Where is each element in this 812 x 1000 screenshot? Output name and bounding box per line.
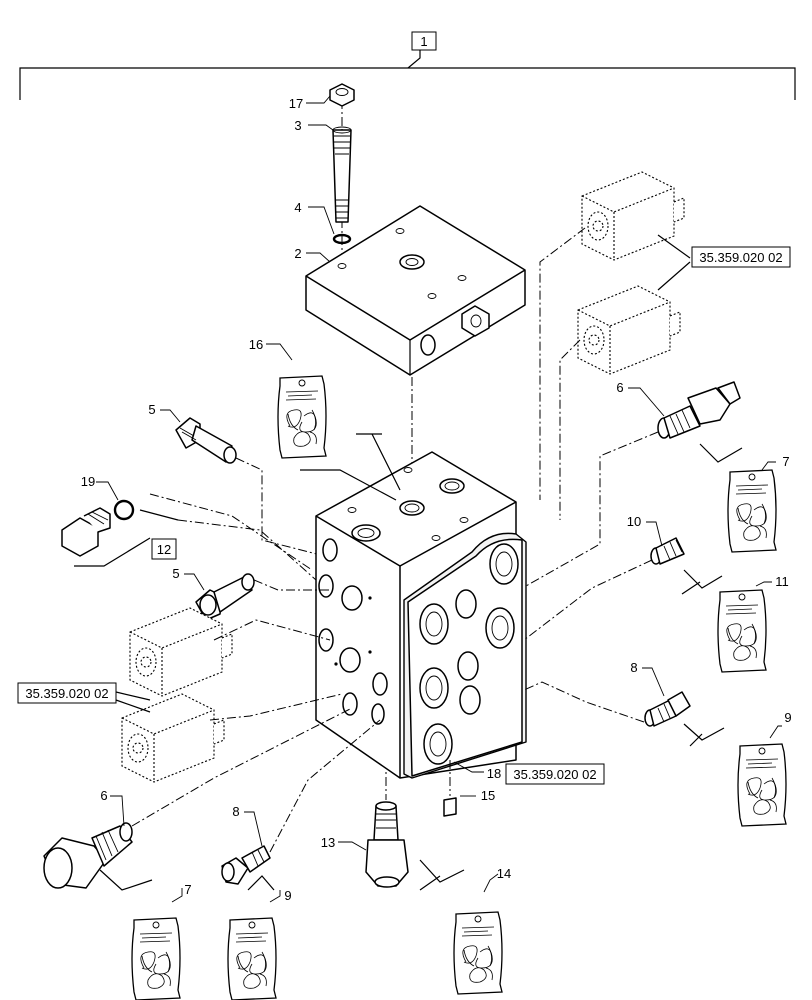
item-8a-label: 8	[630, 660, 637, 675]
item-12-label: 12	[157, 542, 171, 557]
washer-icon	[332, 233, 352, 245]
item-3-label: 3	[294, 118, 301, 133]
cover-block-icon	[305, 205, 526, 376]
item-19-label: 19	[81, 474, 95, 489]
item-7b-label: 7	[184, 882, 191, 897]
cartridge-valve-icon	[43, 822, 133, 889]
fitting-plug-icon	[61, 507, 111, 557]
item-1-box	[411, 31, 437, 51]
seal-kit-bag-icon-7	[737, 743, 787, 827]
solenoid-coil-icon-3	[129, 607, 233, 697]
item-10-label: 10	[627, 514, 641, 529]
item-9b-label: 9	[284, 888, 291, 903]
item-2-label: 2	[294, 246, 301, 261]
item-6a-label: 6	[616, 380, 623, 395]
plug-icon	[175, 417, 237, 464]
item-8b-label: 8	[232, 804, 239, 819]
cartridge-valve-icon-2	[657, 381, 741, 439]
seal-kit-bag-icon-4	[453, 911, 503, 995]
plug-icon-2	[195, 573, 255, 621]
item-1-label: 1	[420, 34, 427, 49]
item-9a-label: 9	[784, 710, 791, 725]
item-11-label: 11	[775, 574, 789, 589]
item-15-label: 15	[481, 788, 495, 803]
item-17-label: 17	[289, 96, 303, 111]
seal-kit-bag-icon	[277, 375, 327, 459]
ref-bottom: 35.359.020 02	[513, 767, 596, 782]
ref-top-right: 35.359.020 02	[699, 250, 782, 265]
check-valve-icon-2	[650, 537, 685, 565]
item-4-label: 4	[294, 200, 301, 215]
item-5b-label: 5	[172, 566, 179, 581]
check-valve-icon	[221, 845, 271, 885]
hex-nut-icon	[329, 83, 355, 107]
item-7a-label: 7	[782, 454, 789, 469]
item-18-label: 18	[487, 766, 501, 781]
stud-bolt-icon	[332, 126, 352, 223]
item-12-box	[151, 538, 177, 560]
ref-box-left	[17, 682, 117, 704]
item-13-label: 13	[321, 835, 335, 850]
solenoid-coil-icon	[581, 171, 685, 261]
item-6b-label: 6	[100, 788, 107, 803]
ref-box-top-right	[691, 246, 791, 268]
valve-block-icon	[315, 451, 527, 779]
seal-kit-bag-icon-5	[727, 469, 777, 553]
ref-box-bottom	[505, 763, 605, 785]
item-14-label: 14	[497, 866, 511, 881]
seal-kit-bag-icon-6	[717, 589, 767, 673]
item-5a-label: 5	[148, 402, 155, 417]
check-valve-icon-3	[644, 691, 691, 727]
o-ring-icon	[113, 499, 135, 521]
ref-left: 35.359.020 02	[25, 686, 108, 701]
seal-kit-bag-icon-2	[131, 917, 181, 1000]
seal-kit-bag-icon-3	[227, 917, 277, 1000]
solenoid-coil-icon-2	[577, 285, 681, 375]
assembly-bracket	[19, 67, 796, 100]
item-16-label: 16	[249, 337, 263, 352]
plug-pin-icon	[443, 797, 457, 817]
relief-valve-icon	[365, 801, 409, 888]
